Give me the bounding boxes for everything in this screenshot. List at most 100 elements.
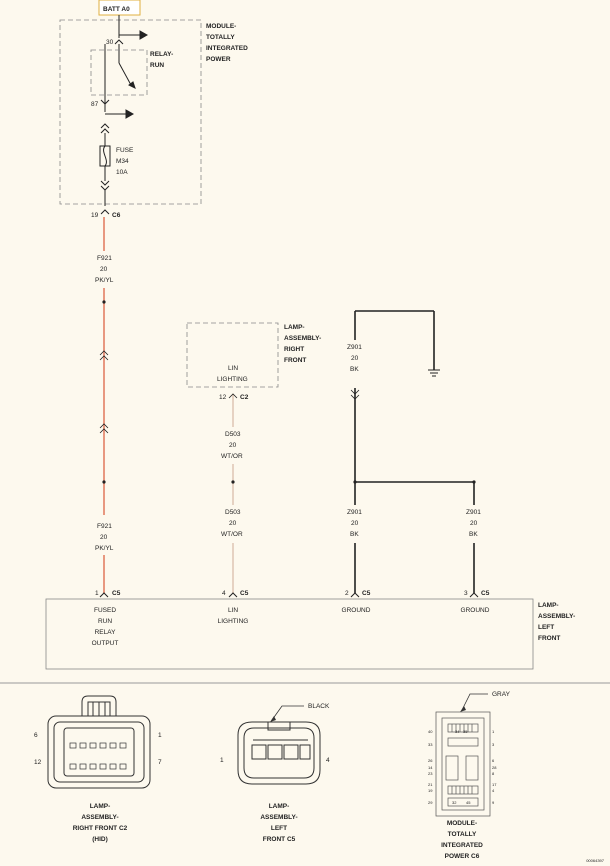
splice-z901-right <box>472 480 476 484</box>
svg-text:LAMP-: LAMP- <box>90 803 111 810</box>
lamp-right-front-box <box>186 322 279 388</box>
conn-c2-label: C2 <box>240 394 249 401</box>
svg-text:WT/OR: WT/OR <box>221 531 243 538</box>
c5-pin-4-function: LIN LIGHTING <box>218 607 249 625</box>
c5-face-pin-4-label: 4 <box>326 757 330 764</box>
svg-text:RELAY-: RELAY- <box>150 51 173 58</box>
svg-text:PK/YL: PK/YL <box>95 277 114 284</box>
c6-pin19-connector-mark <box>100 209 110 215</box>
z901-inline-connector <box>350 389 360 400</box>
lamp-right-lin-lighting-label: LIN LIGHTING <box>217 365 248 383</box>
splice-f921-upper <box>102 300 106 304</box>
svg-text:MODULE-: MODULE- <box>206 23 236 30</box>
c5-pin-2-function: GROUND <box>342 607 371 614</box>
wire-label-z901-upper: Z901 20 BK <box>347 344 362 373</box>
svg-text:20: 20 <box>100 266 108 273</box>
svg-text:MODULE-: MODULE- <box>447 820 477 827</box>
svg-text:29: 29 <box>428 800 433 805</box>
svg-text:LEFT: LEFT <box>538 624 554 631</box>
fuse-m34-label: FUSE M34 10A <box>116 147 134 176</box>
svg-text:BK: BK <box>469 531 478 538</box>
svg-text:TOTALLY: TOTALLY <box>206 34 235 41</box>
pin-87-label: 87 <box>91 101 99 108</box>
c5-pin-marks <box>99 592 479 598</box>
svg-text:D503: D503 <box>225 431 241 438</box>
wire-z901 <box>354 310 475 593</box>
svg-text:RUN: RUN <box>98 618 112 625</box>
c5-pin-3-function: GROUND <box>461 607 490 614</box>
svg-text:ASSEMBLY-: ASSEMBLY- <box>260 814 297 821</box>
svg-text:LAMP-: LAMP- <box>269 803 290 810</box>
svg-text:M34: M34 <box>116 158 129 165</box>
svg-text:RUN: RUN <box>150 62 164 69</box>
connector-c2-pins <box>69 742 127 770</box>
module-tip-box <box>59 19 202 205</box>
module-internal-wiring <box>99 15 149 206</box>
connector-c5-face <box>237 721 321 785</box>
svg-text:TOTALLY: TOTALLY <box>448 831 477 838</box>
svg-text:1: 1 <box>492 729 495 734</box>
svg-text:40: 40 <box>428 729 433 734</box>
svg-text:33: 33 <box>428 742 433 747</box>
svg-text:20: 20 <box>229 520 237 527</box>
splice-d503 <box>231 480 235 484</box>
svg-text:FRONT: FRONT <box>284 357 306 364</box>
c5-face-pin-1-label: 1 <box>220 757 224 764</box>
lamp-left-front-title: LAMP- ASSEMBLY- LEFT FRONT <box>538 602 575 642</box>
svg-text:BK: BK <box>350 531 359 538</box>
svg-text:FRONT: FRONT <box>538 635 560 642</box>
svg-text:ASSEMBLY-: ASSEMBLY- <box>538 613 575 620</box>
wire-label-d503-upper: D503 20 WT/OR <box>221 431 243 460</box>
c6-leader-arrow <box>460 706 466 712</box>
ground-symbol <box>428 369 440 377</box>
svg-text:4: 4 <box>492 788 495 793</box>
svg-text:LIN: LIN <box>228 607 238 614</box>
wire-label-f921-lower: F921 20 PK/YL <box>95 523 114 552</box>
svg-text:17: 17 <box>492 782 497 787</box>
svg-text:RIGHT FRONT C2: RIGHT FRONT C2 <box>73 825 128 832</box>
svg-text:INTEGRATED: INTEGRATED <box>206 45 248 52</box>
svg-text:FUSED: FUSED <box>94 607 116 614</box>
svg-text:20: 20 <box>470 520 478 527</box>
svg-text:28: 28 <box>492 765 497 770</box>
svg-text:FUSE: FUSE <box>116 147 134 154</box>
svg-text:3: 3 <box>492 742 495 747</box>
wire-d503 <box>228 393 238 593</box>
module-tip-title: MODULE- TOTALLY INTEGRATED POWER <box>206 23 248 63</box>
c6-color-leader <box>461 693 488 711</box>
pin-30-label: 30 <box>106 39 114 46</box>
svg-text:Z901: Z901 <box>466 509 481 516</box>
pin-19-label: 19 <box>91 212 99 219</box>
svg-text:POWER: POWER <box>206 56 231 63</box>
wire-label-f921-upper: F921 20 PK/YL <box>95 255 114 284</box>
svg-text:26: 26 <box>428 758 433 763</box>
svg-text:LIGHTING: LIGHTING <box>218 618 249 625</box>
svg-text:34: 34 <box>455 729 460 734</box>
c6-right-pin-labels: 1 3 6 28 8 17 4 9 <box>492 729 497 805</box>
wire-label-z901-mid: Z901 20 BK <box>347 509 362 538</box>
wire-label-d503-lower: D503 20 WT/OR <box>221 509 243 538</box>
svg-text:WT/OR: WT/OR <box>221 453 243 460</box>
svg-text:ASSEMBLY-: ASSEMBLY- <box>81 814 118 821</box>
c2-pin-1-label: 1 <box>158 732 162 739</box>
svg-text:8: 8 <box>492 771 495 776</box>
c5-pin-1-function: FUSED RUN RELAY OUTPUT <box>92 607 119 647</box>
svg-text:POWER C6: POWER C6 <box>445 853 480 860</box>
c6-inner-pin-labels: 34 35 32 45 <box>452 729 471 805</box>
svg-text:45: 45 <box>466 800 471 805</box>
c5-leader-arrow <box>270 716 276 722</box>
svg-text:RELAY: RELAY <box>95 629 116 636</box>
c5-pin-2-number: 2 <box>345 590 349 597</box>
c5-color-leader <box>271 705 304 721</box>
svg-text:35: 35 <box>463 729 468 734</box>
svg-text:20: 20 <box>351 520 359 527</box>
c6-left-pin-labels: 40 33 26 14 23 21 19 29 <box>428 729 433 805</box>
pin-12-label: 12 <box>219 394 227 401</box>
svg-text:INTEGRATED: INTEGRATED <box>441 842 483 849</box>
relay-run-box <box>90 49 148 96</box>
connector-c5-caption: LAMP- ASSEMBLY- LEFT FRONT C5 <box>260 803 297 843</box>
svg-text:21: 21 <box>428 782 433 787</box>
svg-text:OUTPUT: OUTPUT <box>92 640 119 647</box>
c2-pin-7-label: 7 <box>158 759 162 766</box>
